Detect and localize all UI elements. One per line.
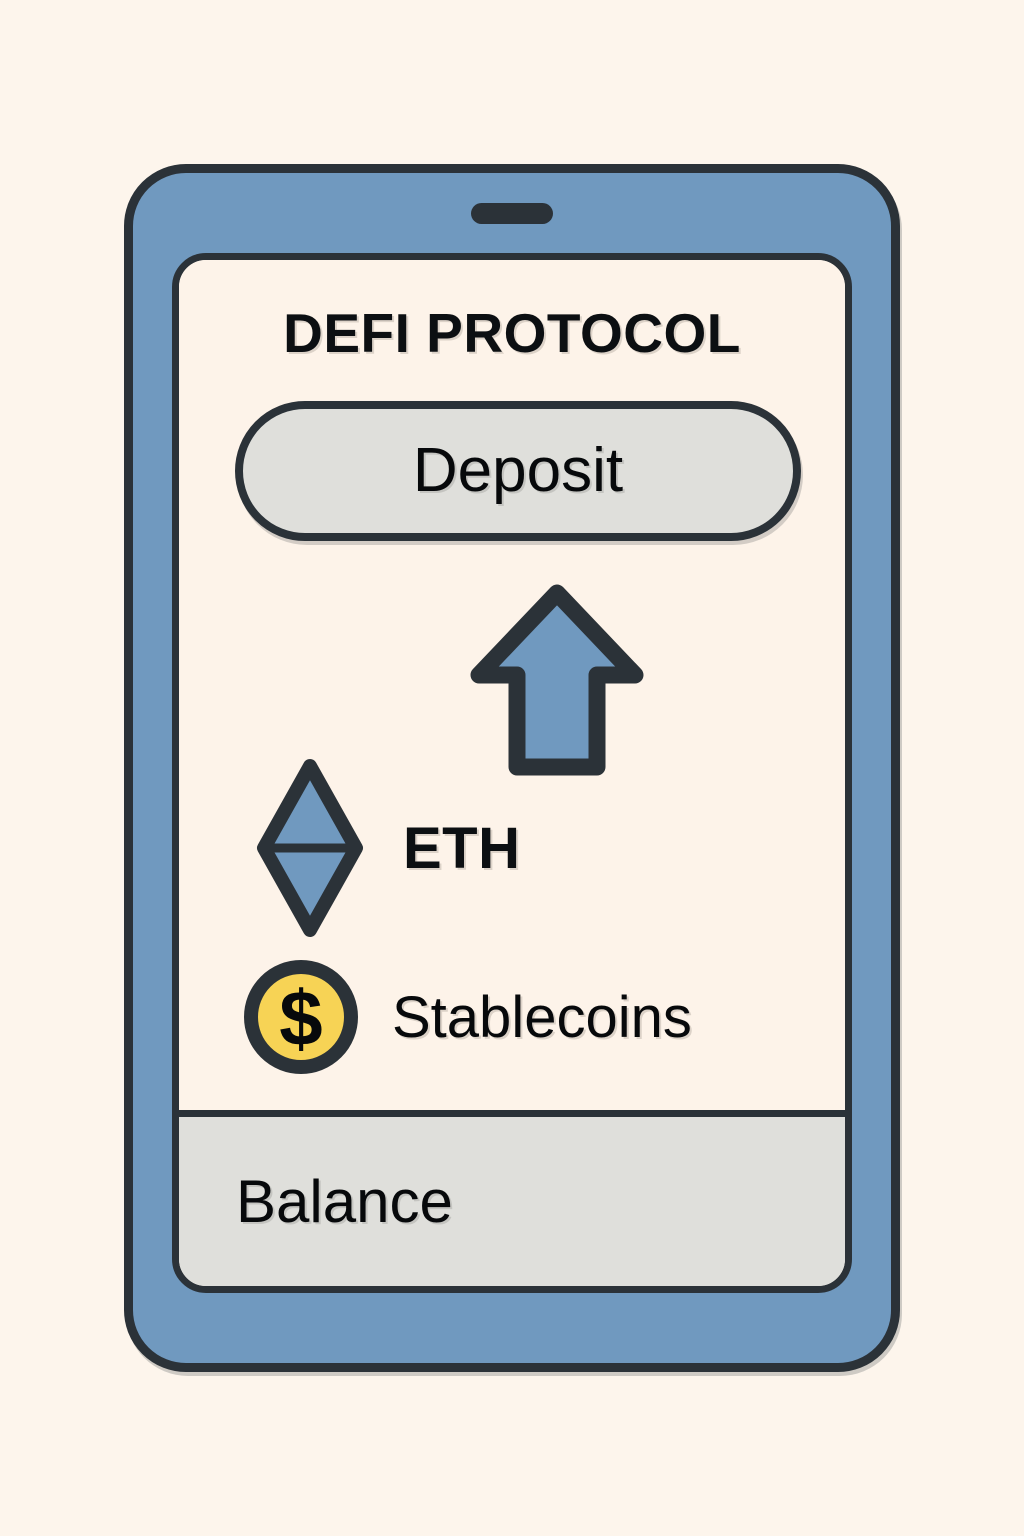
phone-device-frame: DEFI PROTOCOL Deposit [124, 164, 900, 1372]
deposit-button-label: Deposit [412, 436, 624, 505]
speaker-grille-icon [471, 203, 553, 224]
svg-text:$: $ [279, 974, 322, 1062]
balance-bar[interactable]: Balance [179, 1110, 845, 1286]
dollar-coin-icon: $ [242, 958, 360, 1076]
asset-label-eth: ETH [403, 815, 521, 881]
asset-row-eth[interactable]: ETH [255, 753, 815, 943]
deposit-button[interactable]: Deposit [235, 401, 801, 541]
page-title: DEFI PROTOCOL [283, 302, 741, 364]
screen-content-area: DEFI PROTOCOL Deposit [179, 260, 845, 1110]
ethereum-diamond-icon [255, 758, 365, 938]
arrow-up-icon [469, 581, 645, 781]
asset-label-stablecoins: Stablecoins [392, 984, 692, 1050]
asset-row-stablecoins[interactable]: $ Stablecoins [242, 957, 845, 1077]
balance-label: Balance [236, 1168, 453, 1235]
phone-screen: DEFI PROTOCOL Deposit [172, 253, 852, 1293]
